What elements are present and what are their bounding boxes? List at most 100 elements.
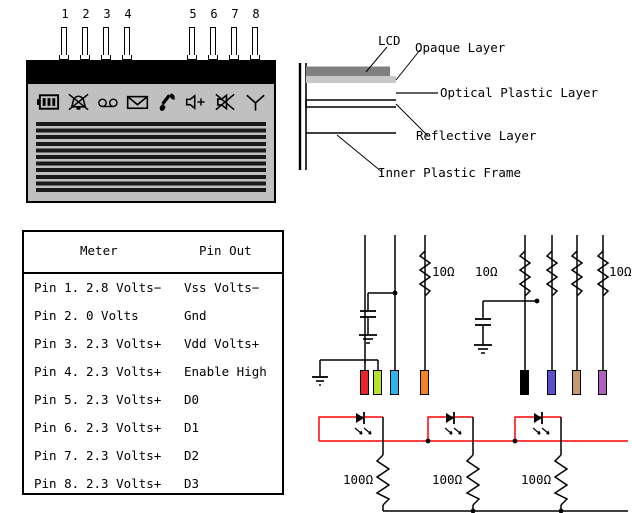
leader-frame bbox=[336, 134, 383, 173]
junction-dot-bottom-3 bbox=[558, 508, 564, 513]
table-row: Pin 4. 2.3 Volts+ Enable High bbox=[24, 358, 282, 386]
resistor-10ohm-right-2 bbox=[545, 250, 559, 297]
pin-number-2: 2 bbox=[82, 7, 90, 21]
row-voltage: 2.3 Volts+ bbox=[86, 476, 162, 491]
resistor-label-100ohm-2: 100Ω bbox=[432, 472, 463, 487]
row-voltage: 2.3 Volts+ bbox=[86, 336, 162, 351]
row-voltage: 2.3 Volts+ bbox=[86, 420, 162, 435]
table-row: Pin 2. 0 Volts Gnd bbox=[24, 302, 282, 330]
wire-tip-black bbox=[520, 370, 529, 395]
row-voltage: 0 Volts bbox=[86, 308, 139, 323]
resistor-label-10ohm-middle: 10Ω bbox=[475, 264, 498, 279]
voicemail-icon bbox=[98, 98, 118, 108]
row-function: Enable High bbox=[184, 364, 267, 379]
resistor-label-10ohm-right: 10Ω bbox=[609, 264, 632, 279]
speaker-icon bbox=[185, 94, 205, 110]
wire-tip-cyan bbox=[390, 370, 399, 395]
pin-foot-1 bbox=[59, 55, 69, 60]
phone-handset-icon bbox=[159, 93, 175, 111]
pin-number-3: 3 bbox=[103, 7, 111, 21]
junction-dot-branch-3 bbox=[512, 438, 518, 444]
label-inner-frame: Inner Plastic Frame bbox=[378, 165, 521, 180]
row-voltage: 2.3 Volts+ bbox=[86, 392, 162, 407]
resistor-100ohm-1 bbox=[375, 454, 391, 506]
pin-leg-4 bbox=[124, 27, 130, 56]
wire-tip-orange bbox=[420, 370, 429, 395]
pin-foot-3 bbox=[101, 55, 111, 60]
leader-opaque bbox=[395, 49, 421, 81]
pin-foot-7 bbox=[229, 55, 239, 60]
lcd-cross-section-diagram: LCD Opaque Layer Optical Plastic Layer R… bbox=[292, 30, 632, 205]
leader-reflective bbox=[395, 103, 429, 137]
pin-leg-5 bbox=[189, 27, 195, 56]
row-pin-label: Pin 3. bbox=[34, 336, 80, 351]
lcd-status-icon-row bbox=[36, 88, 268, 116]
wire-tip-tan bbox=[572, 370, 581, 395]
pin-leg-1 bbox=[61, 27, 67, 56]
label-opaque-layer: Opaque Layer bbox=[415, 40, 506, 55]
row-pin-label: Pin 5. bbox=[34, 392, 80, 407]
circuit-schematic: 10Ω 10Ω 10Ω 100Ω 100Ω 100Ω bbox=[312, 225, 632, 513]
row-pin-label: Pin 8. bbox=[34, 476, 80, 491]
lcd-body bbox=[26, 60, 276, 203]
pin-leg-6 bbox=[210, 27, 216, 56]
table-row: Pin 1. 2.8 Volts− Vss Volts− bbox=[24, 274, 282, 302]
lcd-module: 1 2 3 4 5 6 7 8 bbox=[20, 8, 285, 203]
pin-foot-8 bbox=[250, 55, 260, 60]
row-function: D3 bbox=[184, 476, 200, 491]
header-pin-out: Pin Out bbox=[199, 243, 252, 258]
led-icon-2 bbox=[444, 412, 462, 435]
ground-symbol-left-bus bbox=[312, 376, 328, 386]
optical-layer-band bbox=[306, 76, 396, 83]
pin-number-6: 6 bbox=[210, 7, 218, 21]
junction-dot-left bbox=[392, 290, 398, 296]
speaker-muted-icon bbox=[215, 93, 236, 111]
resistor-label-100ohm-3: 100Ω bbox=[521, 472, 552, 487]
pin-foot-4 bbox=[122, 55, 132, 60]
resistor-100ohm-2 bbox=[465, 454, 481, 506]
row-function: Vss Volts− bbox=[184, 280, 260, 295]
pin-number-8: 8 bbox=[252, 7, 260, 21]
wire-tip-blue bbox=[547, 370, 556, 395]
header-meter: Meter bbox=[80, 243, 118, 258]
pin-leg-8 bbox=[252, 27, 258, 56]
pin-leg-3 bbox=[103, 27, 109, 56]
leader-lcd bbox=[365, 46, 388, 73]
row-pin-label: Pin 4. bbox=[34, 364, 80, 379]
wire-tip-purple bbox=[598, 370, 607, 395]
junction-dot-right bbox=[534, 298, 540, 304]
led-icon-1 bbox=[354, 412, 372, 435]
resistor-label-10ohm-left: 10Ω bbox=[432, 264, 455, 279]
ground-symbol-right-cap bbox=[474, 344, 492, 354]
row-pin-label: Pin 1. bbox=[34, 280, 80, 295]
row-pin-label: Pin 2. bbox=[34, 308, 80, 323]
cross-section-drawing bbox=[298, 46, 438, 173]
pin-leg-2 bbox=[82, 27, 88, 56]
pin-foot-5 bbox=[187, 55, 197, 60]
circuit-drawing bbox=[312, 235, 628, 513]
resistor-10ohm-right-4 bbox=[596, 250, 610, 297]
row-function: Gnd bbox=[184, 308, 207, 323]
pin-leg-7 bbox=[231, 27, 237, 56]
led-branch-3 bbox=[512, 412, 569, 513]
table-row: Pin 3. 2.3 Volts+ Vdd Volts+ bbox=[24, 330, 282, 358]
antenna-icon bbox=[246, 94, 265, 111]
junction-dot-bottom-2 bbox=[470, 508, 476, 513]
envelope-icon bbox=[126, 95, 148, 110]
lcd-header-bar bbox=[28, 62, 274, 84]
pin-foot-6 bbox=[208, 55, 218, 60]
row-pin-label: Pin 7. bbox=[34, 448, 80, 463]
row-voltage: 2.3 Volts+ bbox=[86, 448, 162, 463]
resistor-10ohm-left bbox=[418, 250, 432, 297]
label-optical-layer: Optical Plastic Layer bbox=[440, 85, 599, 100]
pin-number-4: 4 bbox=[124, 7, 132, 21]
row-pin-label: Pin 6. bbox=[34, 420, 80, 435]
battery-icon bbox=[36, 94, 60, 110]
table-row: Pin 6. 2.3 Volts+ D1 bbox=[24, 414, 282, 442]
junction-dot-branch-2 bbox=[425, 438, 431, 444]
table-row: Pin 7. 2.3 Volts+ D2 bbox=[24, 442, 282, 470]
pinout-table-header: Meter Pin Out bbox=[24, 232, 282, 274]
wire-tip-yellowgreen bbox=[373, 370, 382, 395]
row-function: D0 bbox=[184, 392, 200, 407]
